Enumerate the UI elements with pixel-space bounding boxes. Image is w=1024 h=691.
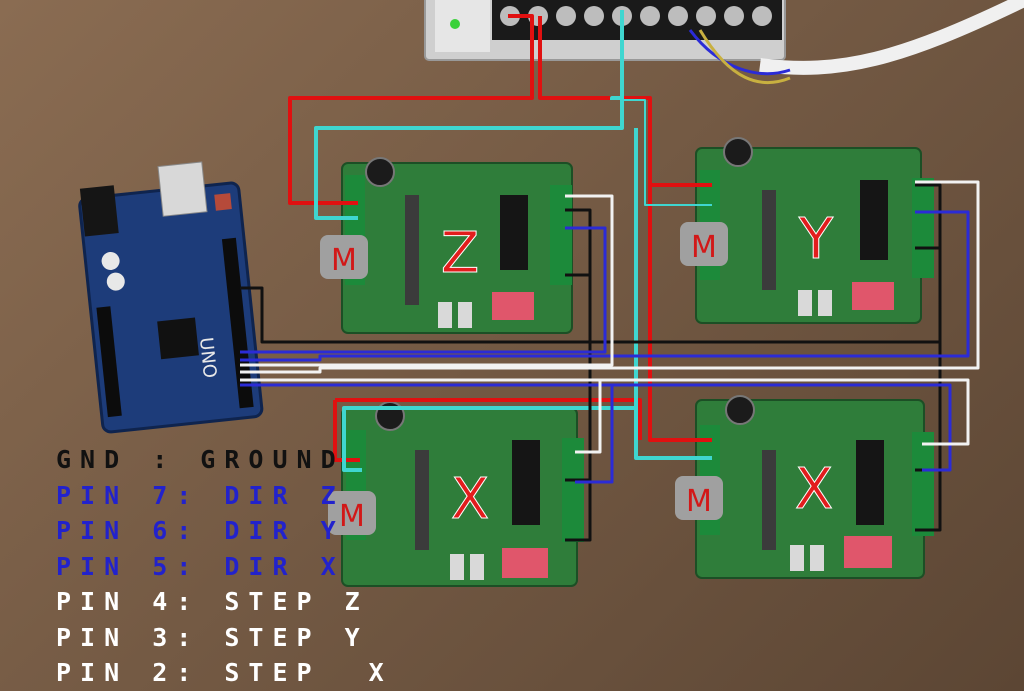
barrel-jack [79, 185, 119, 237]
legend-item-step-z: PIN 4: STEP Z [56, 587, 369, 616]
mains-wire-blue [688, 29, 791, 76]
power-wire-y [538, 16, 712, 187]
motor-label-x2: M [686, 484, 712, 519]
step-wire-z [240, 194, 614, 367]
terminal-screws [500, 6, 772, 26]
dip-switch [852, 282, 894, 310]
mcu-chip [157, 317, 199, 360]
axis-labels: Z Y X X [440, 207, 834, 533]
supply-wire-y [622, 99, 712, 206]
driver-board-x2 [695, 395, 934, 579]
axis-label-z: Z [441, 221, 479, 286]
supply-wire-x1 [342, 128, 638, 472]
usb-port [157, 161, 208, 217]
dir-wire-y [240, 210, 970, 362]
motor-badge-y: M [680, 222, 728, 266]
pin-legend: GND : GROUND PIN 7: DIR Z PIN 6: DIR Y P… [56, 442, 393, 691]
power-wire-x2 [648, 185, 712, 442]
motor-label-z: M [331, 243, 357, 278]
legend-item-gnd: GND : GROUND [56, 445, 345, 474]
dir-wire-x2 [612, 383, 952, 472]
arduino-uno-board [78, 161, 264, 434]
motor-label-x1: M [339, 499, 365, 534]
motor-label-y: M [691, 230, 717, 265]
driver-board-z [341, 157, 573, 334]
mains-cable [759, 0, 1024, 75]
motor-supply-wires [314, 10, 712, 472]
supply-wire-x2 [634, 408, 712, 460]
driver-board-y [695, 137, 934, 324]
step-wire-x1 [240, 378, 602, 454]
legend-item-step-y: PIN 3: STEP Y [56, 622, 369, 652]
motor-badge-z: M [320, 235, 368, 279]
dir-wire-z [240, 226, 607, 354]
supply-wire-z [314, 16, 624, 220]
power-wire-z [288, 14, 534, 205]
axis-label-x1: X [451, 467, 489, 532]
legend-item-dir-x: PIN 5: DIR X [56, 551, 345, 581]
dip-switch [492, 292, 534, 320]
axis-label-x2: X [795, 457, 833, 522]
legend-item-dir-z: PIN 7: DIR Z [56, 480, 345, 510]
driver-board-x1 [341, 401, 584, 587]
dip-switch [844, 536, 892, 568]
legend-item-step-x: PIN 2: STEP X [56, 658, 393, 687]
mains-wire-yellow [698, 29, 791, 85]
motor-badge-x1: M [328, 491, 376, 535]
axis-label-y: Y [798, 207, 834, 272]
legend-item-dir-y: PIN 6: DIR Y [56, 516, 345, 545]
power-wires [288, 14, 712, 462]
dir-wire-x1 [240, 383, 614, 484]
ground-wires [240, 183, 942, 542]
dir-wires [240, 210, 970, 484]
step-wires [240, 180, 980, 454]
dip-switch [502, 548, 548, 578]
arduino-label: UNO [195, 336, 220, 379]
power-wire-x1 [333, 398, 642, 462]
step-wire-x2 [600, 378, 970, 446]
motor-badge-x2: M [675, 476, 723, 520]
power-supply [424, 0, 786, 61]
step-wire-y [240, 180, 980, 374]
